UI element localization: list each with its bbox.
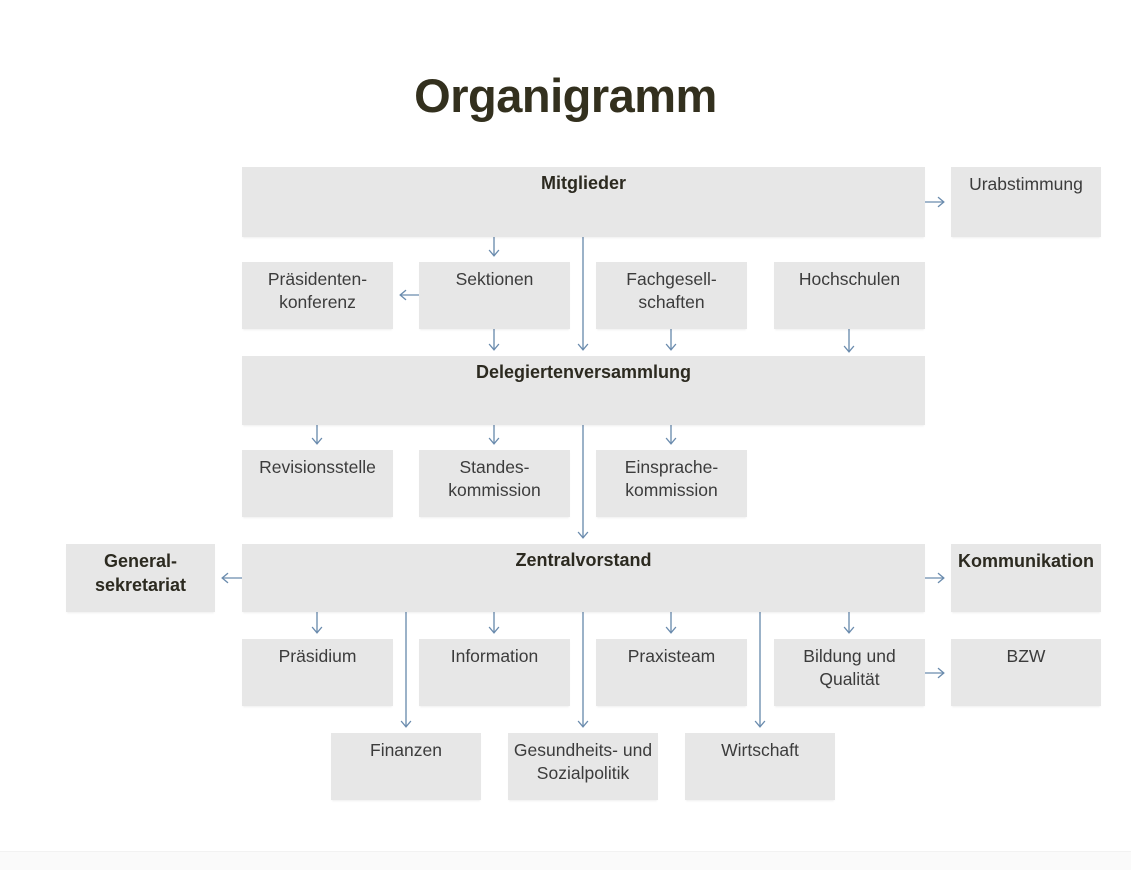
page-footer-strip <box>0 851 1131 870</box>
node-praesidentenkonferenz[interactable]: Präsidenten- konferenz <box>242 262 393 329</box>
node-revisionsstelle[interactable]: Revisionsstelle <box>242 450 393 517</box>
node-label: Praxisteam <box>627 646 716 666</box>
node-label: Präsidenten- konferenz <box>267 269 368 313</box>
node-information[interactable]: Information <box>419 639 570 706</box>
node-wirtschaft[interactable]: Wirtschaft <box>685 733 835 800</box>
node-label: Gesundheits- und Sozialpolitik <box>513 740 653 784</box>
node-urabstimmung[interactable]: Urabstimmung <box>951 167 1101 237</box>
node-einsprachekommission[interactable]: Einsprache- kommission <box>596 450 747 517</box>
node-label: BZW <box>1006 646 1046 666</box>
node-zentralvorstand[interactable]: Zentralvorstand <box>242 544 925 612</box>
node-bzw[interactable]: BZW <box>951 639 1101 706</box>
node-label: Hochschulen <box>798 269 901 289</box>
node-label: Sektionen <box>455 269 534 289</box>
node-kommunikation[interactable]: Kommunikation <box>951 544 1101 612</box>
node-mitglieder[interactable]: Mitglieder <box>242 167 925 237</box>
node-label: Information <box>450 646 539 666</box>
node-label: Urabstimmung <box>969 174 1083 194</box>
node-sektionen[interactable]: Sektionen <box>419 262 570 329</box>
node-praesidium[interactable]: Präsidium <box>242 639 393 706</box>
node-praxisteam[interactable]: Praxisteam <box>596 639 747 706</box>
node-standeskommission[interactable]: Standes- kommission <box>419 450 570 517</box>
node-bildung-und-qualitaet[interactable]: Bildung und Qualität <box>774 639 925 706</box>
node-label: Delegiertenversammlung <box>475 362 692 382</box>
node-label: Finanzen <box>370 740 442 760</box>
node-label: General- sekretariat <box>94 551 187 595</box>
page-title: Organigramm <box>414 69 717 122</box>
node-label: Zentralvorstand <box>515 550 652 570</box>
node-label: Mitglieder <box>540 173 626 193</box>
node-fachgesellschaften[interactable]: Fachgesell- schaften <box>596 262 747 329</box>
node-hochschulen[interactable]: Hochschulen <box>774 262 925 329</box>
node-label: Wirtschaft <box>721 740 799 760</box>
node-finanzen[interactable]: Finanzen <box>331 733 481 800</box>
node-label: Standes- kommission <box>448 457 541 501</box>
node-label: Revisionsstelle <box>259 457 376 477</box>
node-delegiertenversammlung[interactable]: Delegiertenversammlung <box>242 356 925 425</box>
node-label: Einsprache- kommission <box>624 457 719 501</box>
node-gesundheits-und-sozialpolitik[interactable]: Gesundheits- und Sozialpolitik <box>508 733 658 800</box>
node-label: Bildung und Qualität <box>803 646 896 690</box>
node-label: Präsidium <box>278 646 357 666</box>
node-generalsekretariat[interactable]: General- sekretariat <box>66 544 215 612</box>
node-label: Kommunikation <box>957 551 1094 571</box>
node-label: Fachgesell- schaften <box>626 269 717 313</box>
